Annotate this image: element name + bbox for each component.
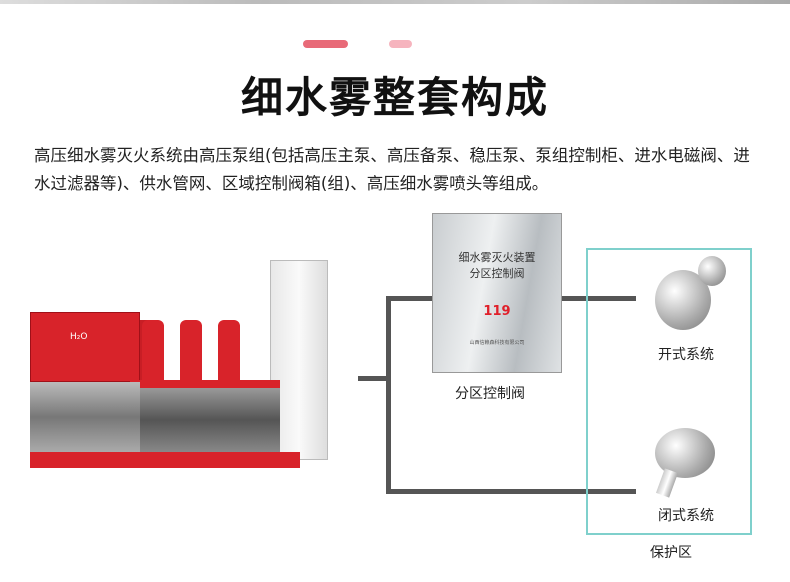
pipe — [386, 489, 636, 494]
cabinet-title-2: 分区控制阀 — [469, 267, 525, 280]
pipe — [358, 376, 390, 381]
open-system-label: 开式系统 — [658, 347, 714, 363]
pipe — [562, 296, 636, 301]
decor-pill-small — [389, 40, 412, 48]
cabinet-caption: 分区控制阀 — [455, 386, 525, 402]
protection-zone-box — [586, 248, 752, 535]
zone-control-valve-cabinet: 细水雾灭火装置分区控制阀 119 山西信赖森科技有限公司 — [432, 213, 562, 373]
cabinet-number: 119 — [483, 304, 511, 319]
pipe — [386, 296, 391, 494]
cabinet-company: 山西信赖森科技有限公司 — [469, 340, 525, 346]
tank-label: H₂O — [70, 332, 88, 342]
pump-unit-image: H₂O — [30, 260, 330, 470]
protection-zone-label: 保护区 — [650, 545, 692, 561]
pipe — [386, 296, 432, 301]
open-nozzle-head — [698, 256, 726, 286]
closed-system-label: 闭式系统 — [658, 508, 714, 524]
page-title: 细水雾整套构成 — [240, 73, 549, 122]
description: 高压细水雾灭火系统由高压泵组(包括高压主泵、高压备泵、稳压泵、泵组控制柜、进水电… — [34, 146, 750, 193]
cabinet-title-1: 细水雾灭火装置 — [458, 251, 536, 264]
top-border — [0, 0, 790, 4]
decor-pill — [303, 40, 348, 48]
